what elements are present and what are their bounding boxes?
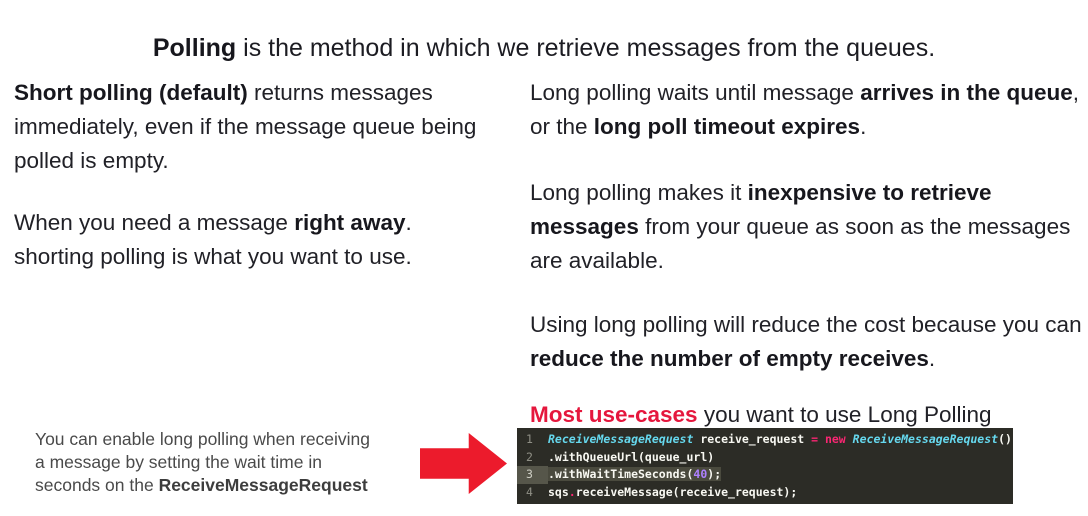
line-number: 2 [526, 449, 533, 464]
code-token [846, 432, 853, 446]
title-rest: is the method in which we retrieve messa… [236, 34, 936, 62]
title-emphasis: Polling [152, 34, 237, 62]
short-polling-para-2: When you need a message right away. shor… [14, 206, 419, 274]
code-caption: You can enable long polling when receivi… [35, 428, 435, 497]
code-snippet: 1 ReceiveMessageRequest receive_request =… [517, 428, 1013, 504]
code-line-4: 4 sqs.receiveMessage(receive_request); [517, 484, 1013, 502]
code-token: sqs [548, 484, 569, 499]
inexpensive-emphasis: inexpensive to retrieve messages [530, 179, 992, 239]
para-text: Using long polling will reduce the cost … [530, 311, 1082, 337]
code-line-3-highlighted: 3.withWaitTimeSeconds(40); [517, 466, 1013, 484]
code-text: ReceiveMessageRequest receive_request = … [548, 431, 1013, 449]
long-polling-para-3: Using long polling will reduce the cost … [530, 308, 1088, 376]
code-token: receiveMessage(receive_request); [575, 484, 798, 499]
code-line-1: 1 ReceiveMessageRequest receive_request =… [517, 431, 1013, 449]
arrives-emphasis: arrives in the queue [860, 79, 1073, 105]
code-token: () [998, 432, 1012, 446]
right-away-emphasis: right away [294, 209, 406, 235]
code-line-2: 2 .withQueueUrl(queue_url) [517, 449, 1013, 467]
line-number: 1 [526, 432, 533, 446]
code-token: receive_request [693, 432, 812, 446]
caption-line: a message by setting the wait time in [35, 452, 322, 472]
para-text: . shorting polling is what you want to u… [14, 209, 412, 269]
para-text: from your queue as soon as the messages … [530, 213, 1071, 273]
code-text: .withWaitTimeSeconds(40); [548, 466, 1013, 484]
receive-message-request-emphasis: ReceiveMessageRequest [158, 475, 368, 495]
para-text: Long polling waits until message [530, 79, 861, 105]
line-number: 4 [526, 484, 533, 499]
para-text: you want to use Long Polling [697, 401, 992, 427]
para-text: Long polling makes it [530, 179, 748, 205]
page-title: Polling is the method in which we retrie… [0, 33, 1088, 63]
short-polling-emphasis: Short polling (default) [14, 79, 248, 105]
highlighted-code: .withWaitTimeSeconds(40); [548, 467, 722, 481]
code-token-keyword: = new [811, 432, 846, 446]
code-token: .withWaitTimeSeconds( [548, 467, 694, 481]
short-polling-text: returns messages immediately, even if th… [14, 79, 477, 173]
long-polling-para-2: Long polling makes it inexpensive to ret… [530, 176, 1088, 278]
code-token-number: 40 [693, 467, 708, 481]
short-polling-para-1: Short polling (default) returns messages… [14, 76, 506, 178]
para-text: , or the [530, 79, 1080, 139]
empty-receives-emphasis: reduce the number of empty receives [530, 345, 929, 371]
para-text: . [928, 345, 936, 371]
timeout-emphasis: long poll timeout expires [593, 113, 861, 139]
code-token-type: ReceiveMessageRequest [548, 432, 694, 446]
code-token-type: ReceiveMessageRequest [852, 432, 999, 446]
para-text: . [860, 113, 867, 139]
para-text: When you need a message [14, 209, 295, 235]
most-use-cases-emphasis: Most use-cases [530, 401, 698, 427]
code-token-dot: . [568, 484, 576, 499]
long-polling-para-1: Long polling waits until message arrives… [530, 76, 1088, 144]
code-text: .withQueueUrl(queue_url) [548, 449, 1013, 467]
long-polling-para-4: Most use-cases you want to use Long Poll… [530, 398, 1088, 432]
code-token: .withQueueUrl(queue_url) [548, 449, 715, 464]
code-text: sqs.receiveMessage(receive_request); [548, 484, 1013, 502]
caption-line: You can enable long polling when receivi… [35, 429, 371, 449]
line-number: 3 [517, 466, 548, 484]
caption-line: seconds on the ReceiveMessageRequest [35, 474, 435, 497]
caption-text: seconds on the [35, 475, 159, 495]
code-token: ); [707, 467, 722, 481]
